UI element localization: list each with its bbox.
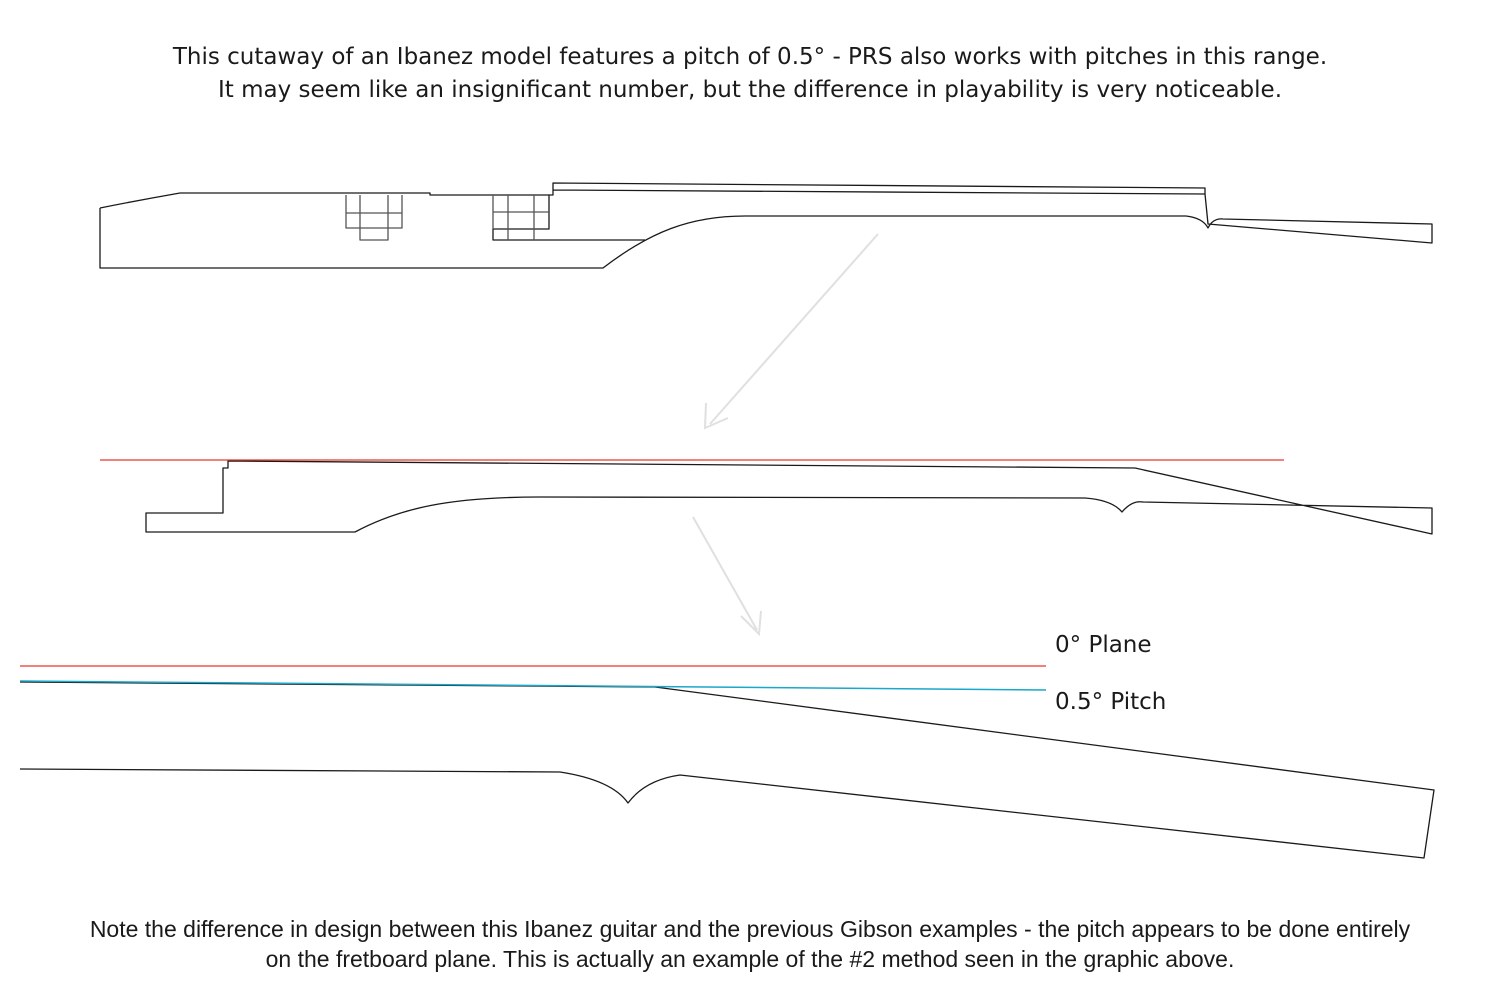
bottom-caption-line-2: on the fretboard plane. This is actually…	[265, 946, 1235, 972]
arrows	[692, 233, 879, 637]
bottom-caption: Note the difference in design between th…	[0, 914, 1500, 974]
zoomed-top-edge	[19, 681, 1435, 859]
pitch-line	[19, 680, 1047, 691]
arrow-1	[709, 233, 879, 425]
top-caption-line-2: It may seem like an insignificant number…	[217, 77, 1283, 103]
full-cutaway-drawing	[99, 182, 1433, 269]
fretboard-outline	[549, 182, 1206, 196]
pickup-cavities	[345, 195, 549, 241]
arrow-2	[692, 516, 758, 631]
body-neck-outline	[100, 208, 1432, 268]
body-outline	[99, 192, 645, 241]
neck-outline	[145, 460, 1433, 535]
zero-plane-label: 0° Plane	[1055, 632, 1152, 658]
bottom-caption-line-1: Note the difference in design between th…	[89, 916, 1411, 942]
top-caption: This cutaway of an Ibanez model features…	[0, 41, 1500, 107]
arrow-2-head	[740, 610, 762, 637]
zoomed-headstock-drawing	[19, 681, 1435, 859]
pitch-label: 0.5° Pitch	[1055, 689, 1166, 715]
body-bottom	[99, 193, 1433, 269]
arrow-1-head	[703, 402, 729, 430]
neck-drawing	[145, 460, 1433, 535]
top-caption-line-1: This cutaway of an Ibanez model features…	[172, 44, 1328, 70]
